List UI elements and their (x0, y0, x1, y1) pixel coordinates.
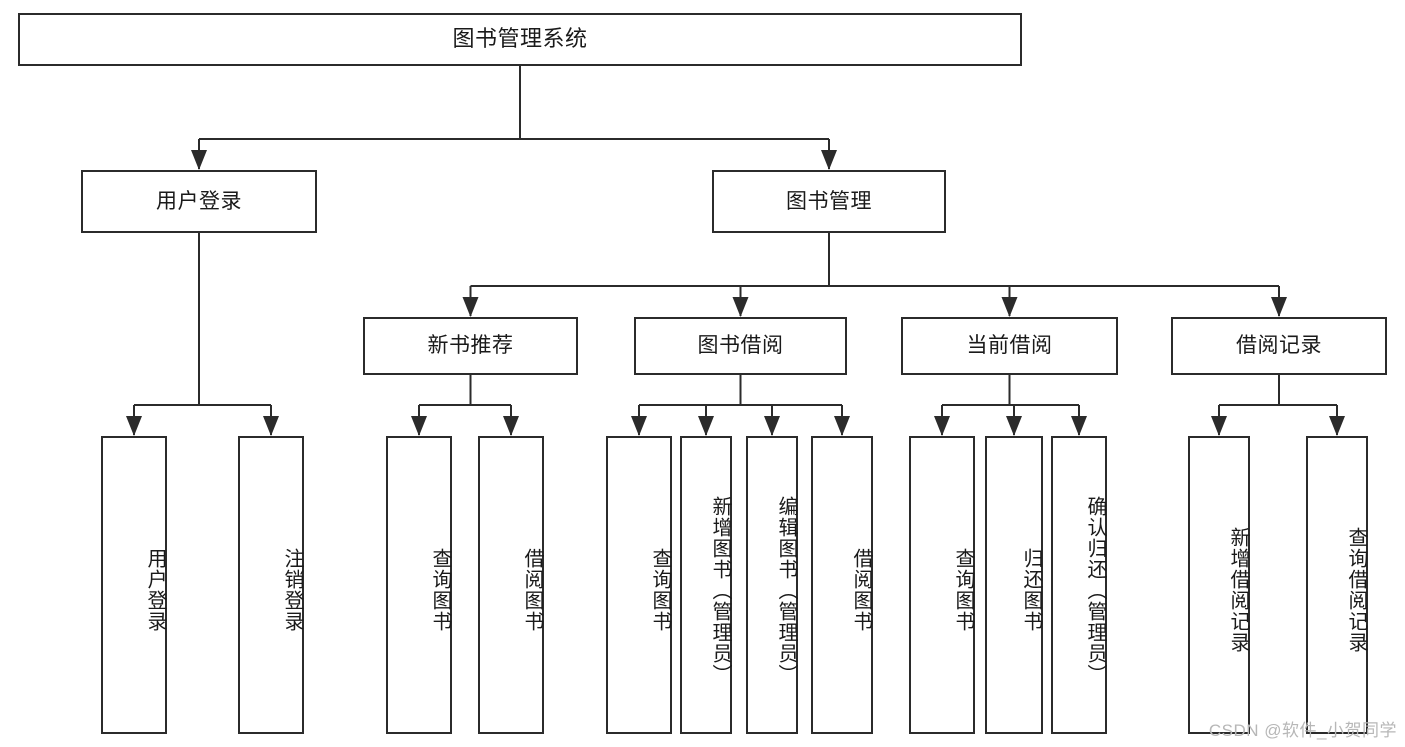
leaf-return-book[interactable]: 归还图书 (985, 436, 1043, 734)
leaf-add-book-admin-label: 新增图书（管理员） (709, 495, 731, 685)
node-root[interactable]: 图书管理系统 (18, 13, 1022, 66)
leaf-user-login[interactable]: 用户登录 (101, 436, 167, 734)
node-current-borrow[interactable]: 当前借阅 (901, 317, 1118, 375)
leaf-query-book-current-label: 查询图书 (952, 548, 974, 632)
node-borrow-records-label: 借阅记录 (1236, 334, 1322, 358)
leaf-query-book-recommend-label: 查询图书 (429, 548, 451, 632)
leaf-borrow-book-recommend[interactable]: 借阅图书 (478, 436, 544, 734)
node-new-book-recommend[interactable]: 新书推荐 (363, 317, 578, 375)
node-borrow-records[interactable]: 借阅记录 (1171, 317, 1387, 375)
leaf-logout-label: 注销登录 (281, 548, 303, 632)
node-root-label: 图书管理系统 (452, 26, 588, 52)
leaf-add-borrow-record-label: 新增借阅记录 (1227, 527, 1249, 653)
leaf-borrow-book-recommend-label: 借阅图书 (521, 548, 543, 632)
leaf-logout[interactable]: 注销登录 (238, 436, 304, 734)
node-new-book-recommend-label: 新书推荐 (427, 334, 514, 358)
node-book-management[interactable]: 图书管理 (712, 170, 946, 233)
leaf-edit-book-admin[interactable]: 编辑图书（管理员） (746, 436, 798, 734)
leaf-user-login-label: 用户登录 (144, 548, 166, 632)
node-user-login[interactable]: 用户登录 (81, 170, 317, 233)
leaf-query-borrow-record[interactable]: 查询借阅记录 (1306, 436, 1368, 734)
leaf-add-book-admin[interactable]: 新增图书（管理员） (680, 436, 732, 734)
leaf-borrow-book-label: 借阅图书 (850, 548, 872, 632)
leaf-return-book-label: 归还图书 (1020, 548, 1042, 632)
leaf-query-borrow-record-label: 查询借阅记录 (1345, 527, 1367, 653)
node-current-borrow-label: 当前借阅 (966, 334, 1053, 358)
leaf-query-book-borrow[interactable]: 查询图书 (606, 436, 672, 734)
leaf-confirm-return-admin[interactable]: 确认归还（管理员） (1051, 436, 1107, 734)
node-book-borrow-label: 图书借阅 (697, 334, 784, 358)
leaf-borrow-book[interactable]: 借阅图书 (811, 436, 873, 734)
csdn-watermark: CSDN @软件_小贺同学 (1208, 721, 1397, 740)
node-book-management-label: 图书管理 (786, 189, 872, 213)
leaf-confirm-return-admin-label: 确认归还（管理员） (1084, 495, 1106, 685)
node-user-login-label: 用户登录 (156, 189, 242, 213)
leaf-query-book-current[interactable]: 查询图书 (909, 436, 975, 734)
leaf-query-book-recommend[interactable]: 查询图书 (386, 436, 452, 734)
leaf-query-book-borrow-label: 查询图书 (649, 548, 671, 632)
leaf-add-borrow-record[interactable]: 新增借阅记录 (1188, 436, 1250, 734)
node-book-borrow[interactable]: 图书借阅 (634, 317, 847, 375)
leaf-edit-book-admin-label: 编辑图书（管理员） (775, 495, 797, 685)
